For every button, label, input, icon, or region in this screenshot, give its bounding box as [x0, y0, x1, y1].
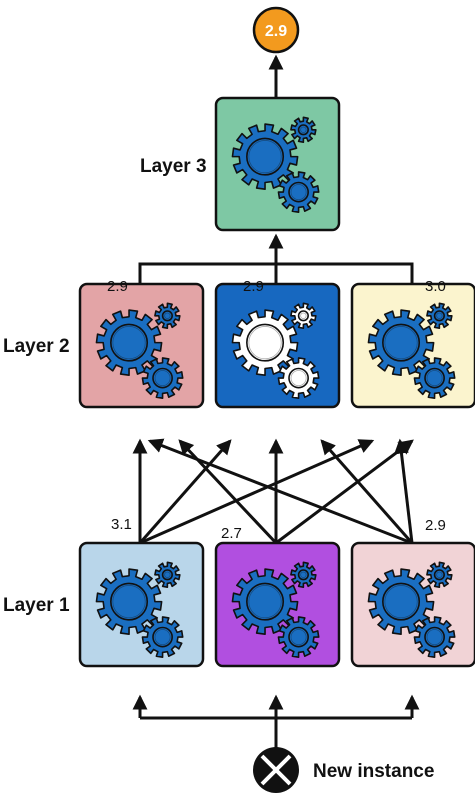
arrow-l1-2-to-l2-0	[147, 438, 413, 545]
arrow-l1-2-to-l2-1	[320, 439, 414, 544]
layer2-box-2	[214, 282, 341, 409]
gears-icon	[95, 302, 184, 400]
layer1-value-b: 2.7	[221, 525, 242, 542]
layer2-value-b: 2.9	[243, 278, 264, 295]
layer1-value-c: 2.9	[425, 517, 446, 534]
output-circle	[252, 6, 300, 54]
predictor-boxes	[78, 96, 475, 668]
arrow-l1-1-to-l2-2	[275, 439, 414, 545]
arrow-l1-0-to-l2-1	[138, 439, 232, 544]
layer1-box-3	[350, 541, 475, 668]
arrow-l1-0-to-l2-2	[139, 439, 375, 545]
layer3-box	[214, 96, 341, 232]
gears-icon	[231, 116, 320, 214]
layer1-label: Layer 1	[3, 595, 70, 616]
layer2-value-a: 2.9	[107, 278, 128, 295]
layer1-box-1	[78, 541, 205, 668]
input-label: New instance	[313, 761, 434, 782]
gears-icon	[95, 561, 184, 659]
layer2-value-c: 3.0	[425, 278, 446, 295]
output-node: 2.9	[252, 6, 300, 54]
layer2-box-1	[78, 282, 205, 409]
input-node: New instance	[253, 747, 434, 793]
connectors	[132, 54, 420, 748]
layer2-box-3	[350, 282, 475, 409]
output-value: 2.9	[265, 23, 287, 40]
cross-circle-icon	[253, 747, 299, 793]
layer1-box-2	[214, 541, 341, 668]
arrow-l1-2-to-l2-2	[394, 438, 414, 544]
gears-icon	[231, 561, 320, 659]
gears-icon	[367, 561, 456, 659]
gears-icon	[367, 302, 456, 400]
layer1-value-a: 3.1	[111, 516, 132, 533]
layer3-label: Layer 3	[140, 156, 207, 177]
gears-icon	[231, 302, 320, 400]
layer2-label: Layer 2	[3, 336, 70, 357]
